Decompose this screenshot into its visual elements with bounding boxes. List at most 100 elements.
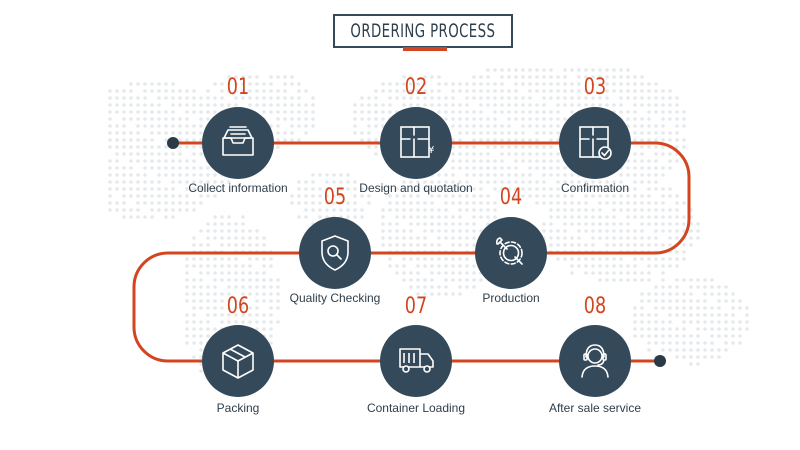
- map-dot: [535, 131, 539, 135]
- map-dot: [598, 236, 602, 240]
- map-dot: [108, 110, 112, 114]
- map-dot: [472, 243, 476, 247]
- map-dot: [675, 264, 679, 268]
- floorplan-check-icon: [579, 126, 612, 160]
- map-dot: [199, 355, 203, 359]
- map-dot: [647, 187, 651, 191]
- map-dot: [199, 341, 203, 345]
- map-dot: [542, 159, 546, 163]
- map-dot: [325, 208, 329, 212]
- map-dot: [542, 68, 546, 72]
- map-dot: [430, 285, 434, 289]
- map-dot: [654, 285, 658, 289]
- map-dot: [640, 208, 644, 212]
- map-dot: [458, 194, 462, 198]
- map-dot: [143, 103, 147, 107]
- map-dot: [199, 292, 203, 296]
- map-dot: [493, 138, 497, 142]
- map-dot: [710, 355, 714, 359]
- map-dot: [619, 89, 623, 93]
- map-dot: [689, 341, 693, 345]
- map-dot: [577, 208, 581, 212]
- map-dot: [640, 320, 644, 324]
- map-dot: [416, 215, 420, 219]
- map-dot: [122, 215, 126, 219]
- map-dot: [122, 138, 126, 142]
- map-dot: [661, 166, 665, 170]
- map-dot: [227, 103, 231, 107]
- map-dot: [199, 299, 203, 303]
- map-dot: [654, 89, 658, 93]
- map-dot: [297, 82, 301, 86]
- map-dot: [479, 159, 483, 163]
- map-dot: [150, 194, 154, 198]
- map-dot: [227, 285, 231, 289]
- map-dot: [199, 327, 203, 331]
- map-dot: [248, 271, 252, 275]
- map-dot: [675, 117, 679, 121]
- map-dot: [206, 180, 210, 184]
- map-dot: [584, 187, 588, 191]
- map-dot: [437, 194, 441, 198]
- map-dot: [213, 229, 217, 233]
- map-dot: [605, 236, 609, 240]
- map-dot: [696, 229, 700, 233]
- map-dot: [220, 103, 224, 107]
- map-dot: [619, 96, 623, 100]
- map-dot: [108, 208, 112, 212]
- map-dot: [654, 82, 658, 86]
- map-dot: [157, 208, 161, 212]
- map-dot: [542, 117, 546, 121]
- map-dot: [269, 285, 273, 289]
- map-dot: [395, 96, 399, 100]
- map-dot: [647, 208, 651, 212]
- map-dot: [234, 89, 238, 93]
- map-dot: [367, 194, 371, 198]
- map-dot: [388, 103, 392, 107]
- map-dot: [675, 96, 679, 100]
- map-dot: [682, 299, 686, 303]
- map-dot: [668, 243, 672, 247]
- map-dot: [150, 138, 154, 142]
- map-dot: [626, 159, 630, 163]
- map-dot: [164, 187, 168, 191]
- map-dot: [416, 278, 420, 282]
- map-dot: [171, 208, 175, 212]
- map-dot: [444, 103, 448, 107]
- map-dot: [528, 89, 532, 93]
- map-dot: [416, 257, 420, 261]
- map-dot: [605, 82, 609, 86]
- map-dot: [276, 145, 280, 149]
- map-dot: [689, 348, 693, 352]
- map-dot: [654, 341, 658, 345]
- map-dot: [507, 138, 511, 142]
- map-dot: [696, 341, 700, 345]
- map-dot: [409, 82, 413, 86]
- map-dot: [409, 243, 413, 247]
- map-dot: [402, 201, 406, 205]
- map-dot: [269, 299, 273, 303]
- map-dot: [500, 187, 504, 191]
- map-dot: [675, 201, 679, 205]
- map-dot: [157, 131, 161, 135]
- map-dot: [206, 96, 210, 100]
- map-dot: [409, 89, 413, 93]
- map-dot: [213, 103, 217, 107]
- map-dot: [248, 264, 252, 268]
- map-dot: [528, 187, 532, 191]
- map-dot: [199, 334, 203, 338]
- map-dot: [514, 131, 518, 135]
- map-dot: [682, 334, 686, 338]
- map-dot: [619, 264, 623, 268]
- map-dot: [689, 313, 693, 317]
- map-dot: [486, 131, 490, 135]
- map-dot: [234, 96, 238, 100]
- map-dot: [416, 236, 420, 240]
- map-dot: [661, 299, 665, 303]
- map-dot: [318, 173, 322, 177]
- map-dot: [605, 215, 609, 219]
- map-dot: [157, 152, 161, 156]
- map-dot: [269, 292, 273, 296]
- map-dot: [619, 222, 623, 226]
- map-dot: [647, 257, 651, 261]
